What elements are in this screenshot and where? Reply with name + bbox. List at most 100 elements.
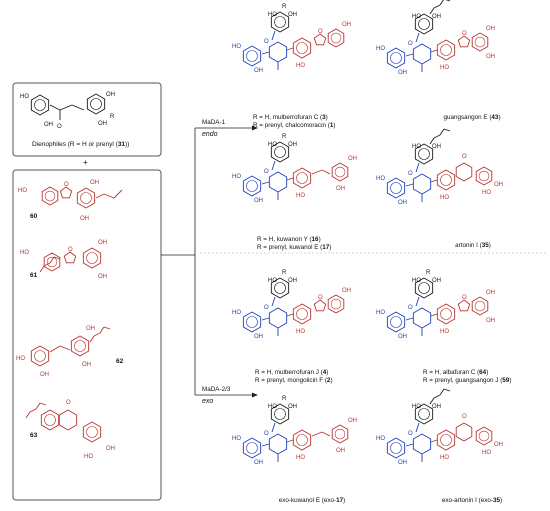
aromatic-circle <box>390 182 402 194</box>
aromatic-circle <box>274 146 286 158</box>
atom-label: HO <box>376 46 385 52</box>
atom-label: OH <box>486 290 495 296</box>
aromatic-circle <box>246 442 258 454</box>
atom-label: OH <box>398 460 407 466</box>
furan-ring <box>59 186 73 199</box>
atom-label: O <box>462 414 467 420</box>
aromatic-circle <box>440 174 452 186</box>
aromatic-circle <box>474 300 486 312</box>
atom-label: HO <box>232 436 241 442</box>
atom-label: OH <box>336 186 345 192</box>
atom-label: OH <box>432 14 441 20</box>
aromatic-circle <box>44 190 56 202</box>
atom-label: HO <box>440 455 449 461</box>
aromatic-circle <box>74 340 86 352</box>
atom-label: HO <box>232 174 241 180</box>
aromatic-circle <box>296 42 308 54</box>
atom-label: HO <box>296 63 305 69</box>
aromatic-circle <box>334 166 346 178</box>
ring-bond <box>292 37 312 59</box>
diene-box <box>12 169 162 501</box>
aromatic-circle <box>440 434 452 446</box>
aromatic-circle <box>390 316 402 328</box>
ring-bond <box>242 45 262 67</box>
bond <box>430 49 438 53</box>
ring-bond <box>471 32 489 52</box>
atom-label: HO <box>440 65 449 71</box>
bond <box>429 137 435 145</box>
aromatic-circle <box>478 170 490 182</box>
caption-product-1: R = H, mulberrofuran C (3) R = prenyl, c… <box>253 114 336 129</box>
bond <box>433 4 441 9</box>
branch-arrows <box>161 127 252 396</box>
atom-label: OH <box>486 26 495 32</box>
atom-label: HO <box>232 310 241 316</box>
atom-label: O <box>57 124 62 130</box>
bond <box>29 408 37 413</box>
ring-bond <box>386 437 406 459</box>
atom-label: HO <box>440 329 449 335</box>
enzyme-mada1-label: MaDA-1 <box>202 119 226 126</box>
endo-label: endo <box>202 131 218 138</box>
caption-product-2: guangsangon E (43) <box>443 114 501 121</box>
plus-sign: + <box>83 158 88 167</box>
caption-product-4: artonin I (35) <box>455 242 491 249</box>
aromatic-circle <box>330 32 342 44</box>
ring-bond <box>40 409 60 431</box>
ring-bond <box>292 429 312 451</box>
atom-label: HO <box>20 250 29 256</box>
atom-label: OH <box>106 92 115 98</box>
ring-bond <box>414 403 434 425</box>
bond <box>321 169 331 175</box>
aromatic-circle <box>440 308 452 320</box>
furan-ring <box>313 299 327 312</box>
bond <box>415 32 420 43</box>
atom-label: R <box>282 4 287 10</box>
ring-bond <box>41 186 59 206</box>
atom-label: HO <box>268 12 277 18</box>
atom-label: OH <box>336 448 345 454</box>
bond <box>99 326 105 334</box>
ring-bond <box>414 13 434 35</box>
ring-bond <box>242 437 262 459</box>
aromatic-circle <box>418 408 430 420</box>
bond <box>71 104 85 111</box>
aromatic-circle <box>274 408 286 420</box>
bond <box>43 262 51 267</box>
ring-bond <box>412 43 432 65</box>
atom-label: OH <box>398 334 407 340</box>
ring-bond <box>242 175 262 197</box>
bond <box>103 193 115 199</box>
aromatic-circle <box>296 172 308 184</box>
aromatic-circle <box>390 442 402 454</box>
bond <box>445 0 451 2</box>
ring-bond <box>331 424 349 444</box>
ring-bond <box>82 421 102 443</box>
atom-label: O <box>408 431 413 437</box>
atom-label: HO <box>268 404 277 410</box>
bond <box>286 177 294 181</box>
atom-label: HO <box>482 190 491 196</box>
atom-label: HO <box>412 144 421 150</box>
aromatic-circle <box>274 282 286 294</box>
atom-label: HO <box>296 455 305 461</box>
atom-label: OH <box>348 418 357 424</box>
bond <box>49 104 61 111</box>
aromatic-circle <box>246 316 258 328</box>
atom-label: HO <box>268 278 277 284</box>
bond <box>429 397 435 405</box>
bond <box>95 193 105 199</box>
atom-label: HO <box>412 404 421 410</box>
aromatic-circle <box>296 308 308 320</box>
aromatic-circle <box>86 426 98 438</box>
atom-label: OH <box>82 362 91 368</box>
ring-bond <box>414 143 434 165</box>
bond <box>53 256 61 260</box>
aromatic-circle <box>86 252 98 264</box>
bond <box>271 296 276 307</box>
bond <box>439 128 445 136</box>
